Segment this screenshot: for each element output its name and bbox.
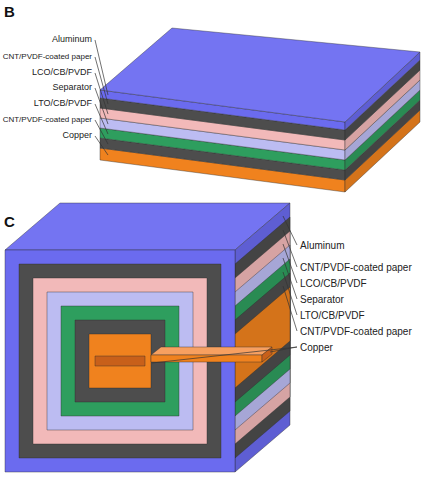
leader-line xyxy=(95,57,108,104)
copper-tab-top xyxy=(151,347,272,355)
panel-letter: B xyxy=(4,4,15,21)
copper-core xyxy=(95,356,145,366)
aluminum-top-face xyxy=(100,28,420,122)
copper-tab-end xyxy=(262,347,272,362)
leader-line xyxy=(95,120,108,144)
layer-label: Separator xyxy=(300,294,344,305)
layer-label: LCO/CB/PVDF xyxy=(300,278,367,289)
layer-label: CNT/PVDF-coated paper xyxy=(300,326,412,337)
layer-label: CNT/PVDF-coated paper xyxy=(3,116,92,125)
cube-side-layer xyxy=(235,273,290,402)
leader-line xyxy=(283,230,297,267)
leader-line xyxy=(95,104,108,134)
layer-label: Copper xyxy=(62,131,92,141)
layer-label: LTO/CB/PVDF xyxy=(300,310,365,321)
layer-label: LTO/CB/PVDF xyxy=(34,99,92,109)
leader-line xyxy=(95,136,108,155)
cube-side-layer xyxy=(235,287,290,388)
layer-label: LCO/CB/PVDF xyxy=(32,68,92,78)
leader-line xyxy=(95,40,108,95)
layer-label: Copper xyxy=(300,342,333,353)
layer-label: Aluminum xyxy=(52,35,92,45)
leader-line xyxy=(283,286,297,331)
cube-side-layer xyxy=(235,259,290,416)
leader-line xyxy=(152,347,297,363)
layer-label: CNT/PVDF-coated paper xyxy=(300,262,412,273)
cube-side-layer xyxy=(235,231,290,444)
layer-label: Separator xyxy=(52,83,92,93)
layer-label: Aluminum xyxy=(300,240,344,251)
layer-label: CNT/PVDF-coated paper xyxy=(3,53,92,62)
cube-side-layer xyxy=(235,245,290,430)
panel-letter: C xyxy=(4,214,15,231)
cube-side-layer xyxy=(235,217,290,458)
cube-side-layer xyxy=(235,203,290,472)
cube-front-layer xyxy=(89,334,151,388)
leader-line xyxy=(283,216,297,245)
